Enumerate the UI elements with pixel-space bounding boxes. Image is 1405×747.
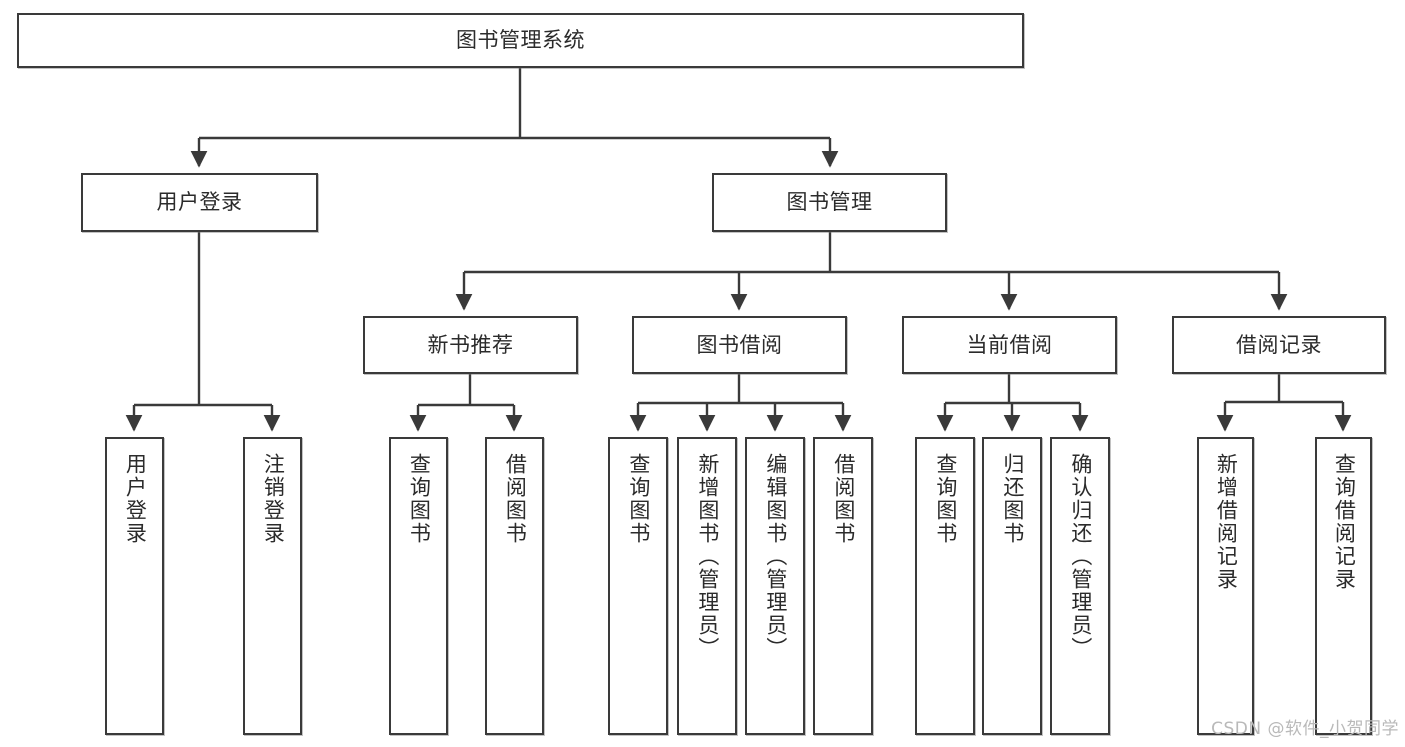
node-leaf[interactable]: 查询借阅记录 <box>1315 437 1372 735</box>
node-root-system[interactable]: 图书管理系统 <box>17 13 1024 68</box>
node-book-management-label: 图书管理 <box>786 190 873 215</box>
node-leaf[interactable]: 查询图书 <box>915 437 975 735</box>
watermark-text: CSDN @软件_小贺同学 <box>1211 719 1399 739</box>
node-user-login-label: 用户登录 <box>156 190 243 215</box>
node-leaf-label: 注销登录 <box>261 453 286 545</box>
node-leaf-label: 归还图书 <box>1000 453 1025 545</box>
node-leaf[interactable]: 归还图书 <box>982 437 1042 735</box>
node-book-borrowing[interactable]: 图书借阅 <box>632 316 847 374</box>
node-leaf-label: 查询图书 <box>407 453 432 545</box>
node-leaf[interactable]: 编辑图书（管理员） <box>745 437 805 735</box>
node-root-label: 图书管理系统 <box>456 28 585 53</box>
node-leaf[interactable]: 新增图书（管理员） <box>677 437 737 735</box>
node-leaf-label: 借阅图书 <box>831 453 856 545</box>
node-leaf-label: 借阅图书 <box>503 453 528 545</box>
node-leaf[interactable]: 确认归还（管理员） <box>1050 437 1110 735</box>
node-leaf-label: 新增借阅记录 <box>1214 453 1239 591</box>
node-leaf[interactable]: 查询图书 <box>608 437 668 735</box>
node-new-book-recommendation[interactable]: 新书推荐 <box>363 316 578 374</box>
node-user-login[interactable]: 用户登录 <box>81 173 318 232</box>
node-leaf-label: 查询图书 <box>933 453 958 545</box>
node-leaf-label: 确认归还（管理员） <box>1068 453 1093 660</box>
node-leaf[interactable]: 借阅图书 <box>813 437 873 735</box>
node-leaf-label: 编辑图书（管理员） <box>763 453 788 660</box>
node-leaf[interactable]: 用户登录 <box>105 437 164 735</box>
node-borrowing-records[interactable]: 借阅记录 <box>1172 316 1386 374</box>
node-book-management[interactable]: 图书管理 <box>712 173 947 232</box>
node-leaf[interactable]: 查询图书 <box>389 437 448 735</box>
node-current-borrowing-label: 当前借阅 <box>966 332 1053 357</box>
node-leaf-label: 查询借阅记录 <box>1332 453 1357 591</box>
node-current-borrowing[interactable]: 当前借阅 <box>902 316 1117 374</box>
node-leaf-label: 用户登录 <box>123 453 148 545</box>
node-leaf[interactable]: 注销登录 <box>243 437 302 735</box>
node-leaf-label: 查询图书 <box>626 453 651 545</box>
node-new-book-recommendation-label: 新书推荐 <box>427 332 514 357</box>
node-leaf-label: 新增图书（管理员） <box>695 453 720 660</box>
node-book-borrowing-label: 图书借阅 <box>696 332 783 357</box>
node-borrowing-records-label: 借阅记录 <box>1236 332 1322 357</box>
node-leaf[interactable]: 借阅图书 <box>485 437 544 735</box>
node-leaf[interactable]: 新增借阅记录 <box>1197 437 1254 735</box>
